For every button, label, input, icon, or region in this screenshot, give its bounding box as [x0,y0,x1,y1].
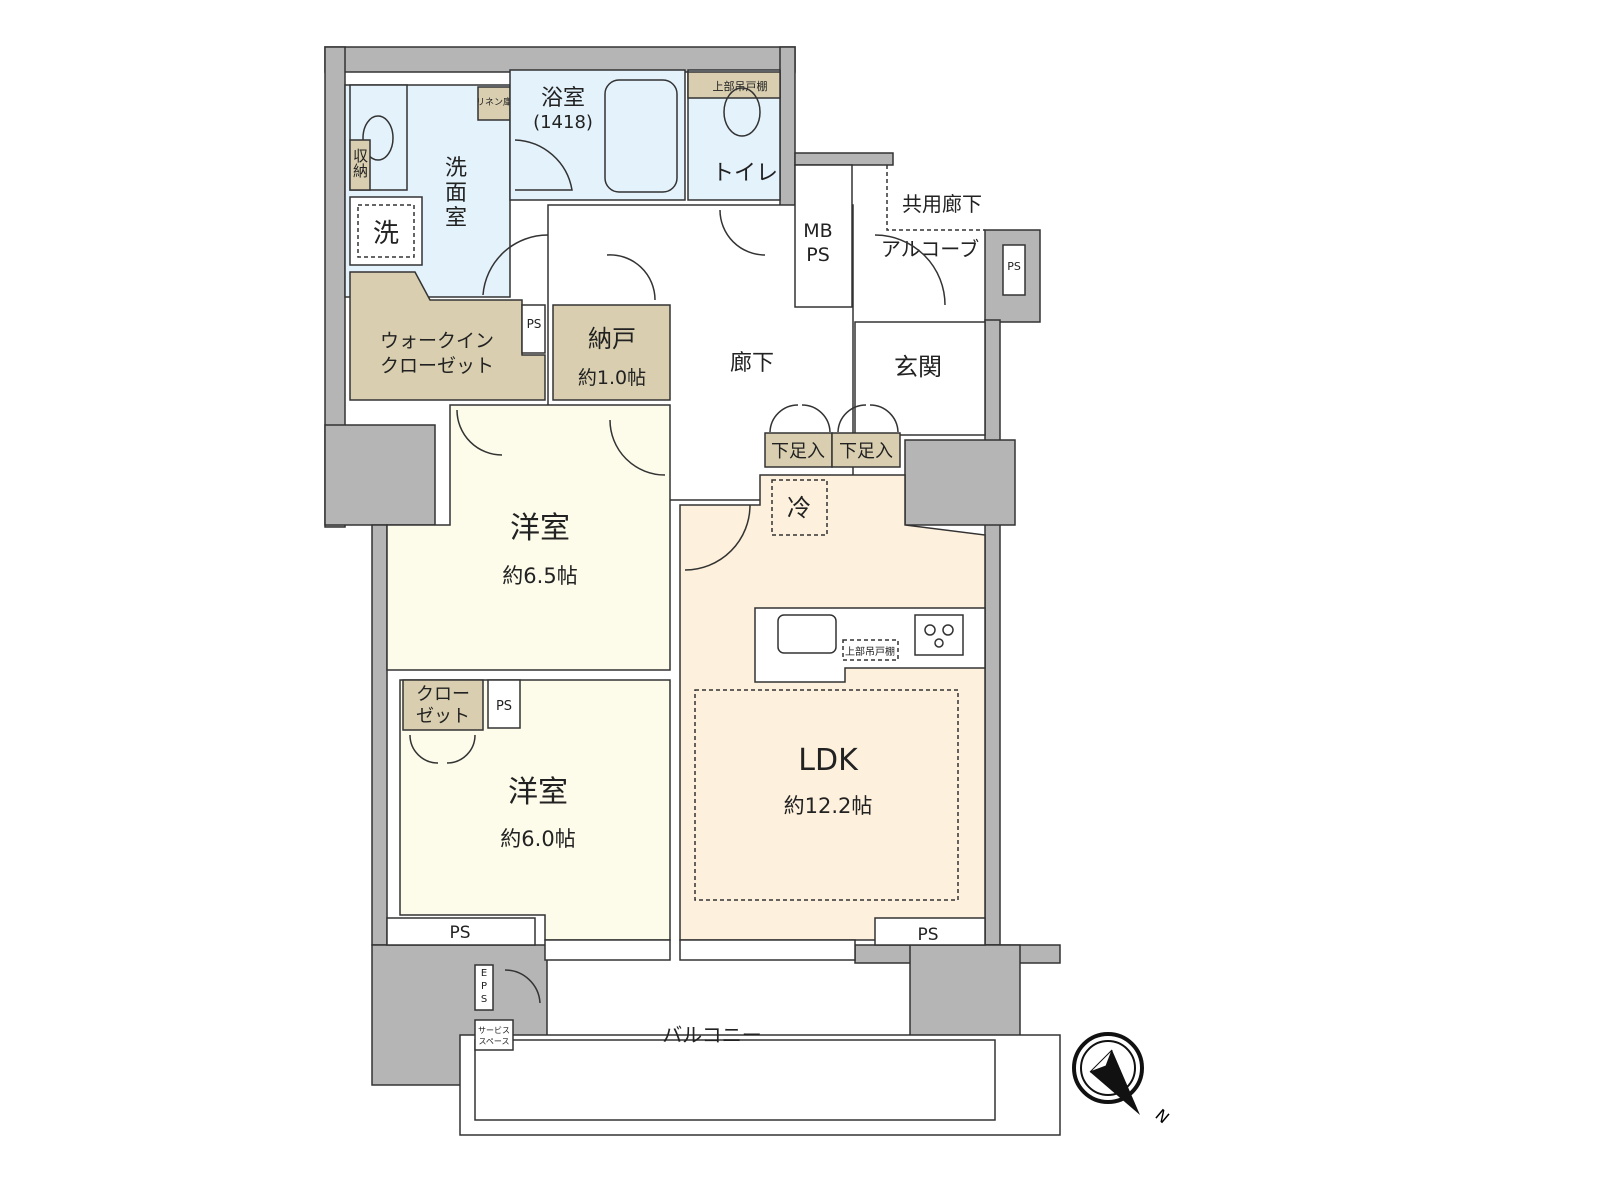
compass-icon: N [1072,1032,1173,1127]
mbps [794,164,853,308]
storage-wash [349,139,371,191]
eps-label-1: E [481,968,487,979]
toilet-label: トイレ [712,161,778,186]
closet [402,679,484,731]
hallway-label: 廊下 [730,351,774,376]
ps-right-label: PS [1007,260,1021,273]
bath-label: 浴室 [541,86,585,111]
vanity [349,84,408,191]
ps-room2-label: PS [496,699,512,714]
upper-cabinet-toilet [687,71,781,99]
upper-cabinet-toilet-label: 上部吊戸棚 [713,79,768,93]
walls [324,46,1061,1136]
western-room-1-label: 洋室 [510,511,570,546]
washroom-label-3: 室 [445,206,467,231]
shoe-box-2 [831,432,901,468]
ps-room2 [487,679,521,729]
ps-bottom-left-label: PS [449,923,470,943]
western-room-1-size: 約6.5帖 [502,564,577,588]
nando [552,304,671,401]
laundry-label: 洗 [373,219,399,249]
shoe-box-1 [764,432,833,468]
eps [474,964,494,1011]
eps-label-2: P [481,981,487,992]
bath-size: (1418) [533,112,593,133]
window-ldk [679,939,856,961]
washroom-label-1: 洗 [445,156,467,181]
balcony-label: バルコニー [662,1023,762,1047]
ldk-size: 約12.2帖 [784,794,873,818]
alcove-label: アルコーブ [881,237,979,261]
stove-icon [914,614,964,656]
door-swing[interactable] [514,139,573,191]
toilet-icon [723,87,761,137]
ps-wic [521,304,546,354]
upper-cabinet-kitchen-label: 上部吊戸棚 [845,645,895,658]
western-room-2-label: 洋室 [508,775,568,810]
ps-wic-label: PS [527,317,542,331]
wic-label-2: クローゼット [380,355,494,377]
service-space [474,1019,514,1051]
eps-label-3: S [481,994,487,1005]
bathtub-icon [604,79,678,193]
ps-right [1002,244,1026,296]
fridge-label: 冷 [787,494,811,522]
mbps-label-1: MB [803,220,832,242]
western-room-2-size: 約6.0帖 [500,827,575,851]
wic-label-1: ウォークイン [380,330,494,352]
window-room2 [544,939,671,961]
doors [409,209,946,1004]
nando-label: 納戸 [588,325,636,353]
ldk-label: LDK [798,743,859,778]
entrance [854,321,986,436]
ps-bottom-right [874,917,986,946]
sink-icon [362,115,394,161]
closet-label-2: ゼット [416,706,470,727]
walk-in-closet [349,271,546,401]
shoe-box-label-1: 下足入 [771,441,825,462]
ps-bottom-left [386,917,536,946]
bathroom [509,69,686,201]
linen-label: リネン庫 [476,96,512,108]
compass-label: N [1152,1105,1173,1127]
service-space-label-1: サービス [478,1026,510,1035]
closet-label-1: クロー [416,684,470,705]
shoe-box-label-2: 下足入 [839,441,893,462]
nando-size: 約1.0帖 [578,367,646,389]
entrance-label: 玄関 [894,353,942,381]
storage-wash-label: 収納 [351,148,369,179]
ps-bottom-right-label: PS [917,925,938,945]
ldk [679,474,986,941]
service-space-label-2: スペース [478,1037,509,1046]
washroom-label-2: 面 [445,181,467,206]
common-corridor-label: 共用廊下 [902,192,982,216]
mbps-label-2: PS [806,244,830,266]
kitchen-sink-icon [777,614,837,654]
laundry-space [349,196,423,266]
western-room-1 [386,404,671,671]
